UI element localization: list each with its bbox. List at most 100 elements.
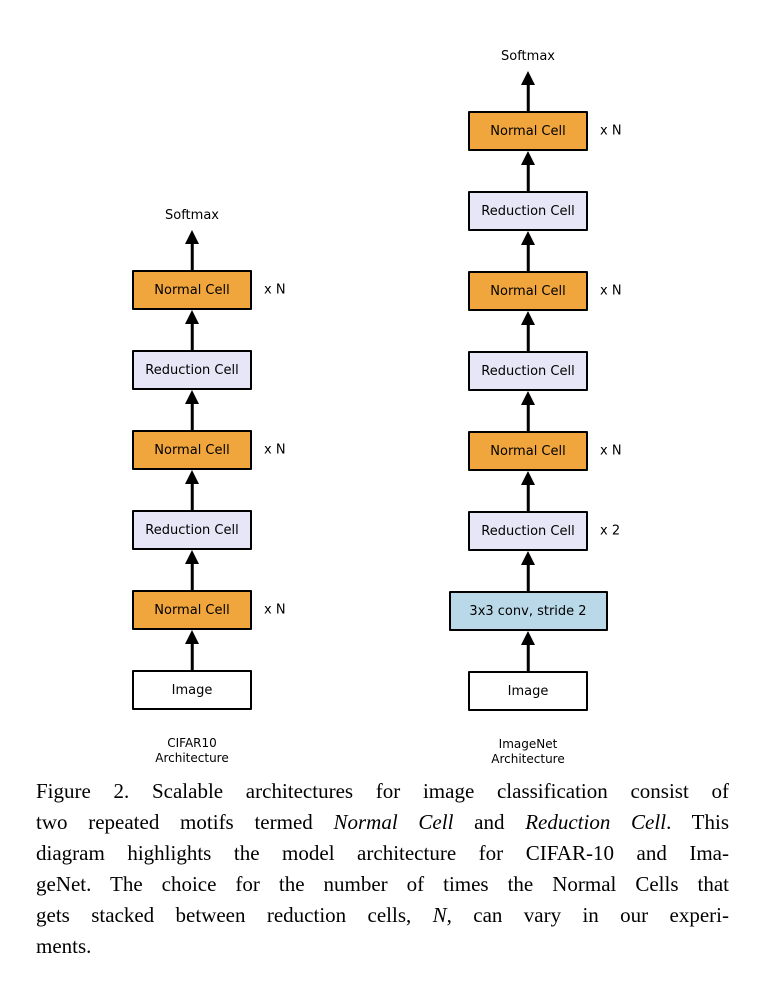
cell-row: Normal Cell x N	[132, 430, 286, 470]
arrow-shaft	[526, 241, 530, 272]
cell-reduction-cell: Reduction Cell	[132, 350, 252, 390]
arrowhead-icon	[521, 631, 535, 645]
softmax-label: Softmax	[501, 49, 555, 64]
up-arrow	[468, 311, 588, 352]
caption-text: ments.	[36, 934, 92, 958]
arrowhead-icon	[185, 630, 199, 644]
cell-row: Reduction Cell	[132, 510, 252, 550]
up-arrow	[468, 71, 588, 112]
architecture-label-line: Architecture	[155, 751, 229, 765]
cell-reduction-cell: Reduction Cell	[468, 351, 588, 391]
cell-row: Reduction Cell x 2	[468, 511, 620, 551]
repeat-count-label: x N	[264, 602, 286, 618]
repeat-count-label: x N	[600, 443, 622, 459]
caption-italic-text: Normal Cell	[333, 810, 454, 834]
arrowhead-icon	[521, 71, 535, 85]
arrow-shaft	[526, 401, 530, 432]
arrowhead-icon	[185, 470, 199, 484]
arrow-shaft	[190, 240, 194, 271]
cell-row: Normal Cell x N	[468, 271, 622, 311]
arrow-shaft	[190, 400, 194, 431]
cell-row: Normal Cell x N	[468, 431, 622, 471]
arrowhead-icon	[185, 230, 199, 244]
caption-line: ments.	[36, 931, 729, 962]
up-arrow	[468, 631, 588, 672]
up-arrow	[468, 151, 588, 192]
cell-reduction-cell: Reduction Cell	[468, 511, 588, 551]
arrowhead-icon	[521, 551, 535, 565]
arrow-shaft	[190, 320, 194, 351]
caption-text: diagram highlights the model architectur…	[36, 841, 729, 865]
arrow-shaft	[526, 481, 530, 512]
caption-line: two repeated motifs termed Normal Cell a…	[36, 807, 729, 838]
figure-caption: Figure 2. Scalable architectures for ima…	[36, 776, 729, 962]
repeat-count-label: x N	[600, 123, 622, 139]
arrow-shaft	[526, 81, 530, 112]
cell-row: Reduction Cell	[468, 351, 588, 391]
architecture-label-line: ImageNet	[498, 737, 558, 751]
cell-normal-cell: Normal Cell	[132, 270, 252, 310]
arrowhead-icon	[521, 471, 535, 485]
cell-row: Reduction Cell	[132, 350, 252, 390]
arrowhead-icon	[521, 151, 535, 165]
caption-text: geNet. The choice for the number of time…	[36, 872, 729, 896]
arrowhead-icon	[185, 390, 199, 404]
cell-reduction-cell: Reduction Cell	[132, 510, 252, 550]
caption-text: and	[453, 810, 526, 834]
arrow-shaft	[526, 641, 530, 672]
caption-italic-text: Reduction Cell	[525, 810, 667, 834]
arrowhead-icon	[185, 310, 199, 324]
arrow-shaft	[190, 560, 194, 591]
arrow-shaft	[526, 561, 530, 592]
up-arrow	[468, 231, 588, 272]
cell-normal-cell: Normal Cell	[132, 590, 252, 630]
caption-text: . This	[666, 810, 729, 834]
caption-line: gets stacked between reduction cells, N,…	[36, 900, 729, 931]
cell-image: Image	[132, 670, 252, 710]
up-arrow	[132, 230, 252, 271]
up-arrow	[132, 470, 252, 511]
arrow-shaft	[190, 640, 194, 671]
cell-row: Reduction Cell	[468, 191, 588, 231]
arrow-shaft	[526, 161, 530, 192]
cell-normal-cell: Normal Cell	[468, 431, 588, 471]
arrow-shaft	[190, 480, 194, 511]
arrowhead-icon	[521, 311, 535, 325]
cell-row: 3x3 conv, stride 2	[448, 591, 608, 631]
arrowhead-icon	[521, 231, 535, 245]
cell-row: Normal Cell x N	[132, 590, 286, 630]
up-arrow	[132, 550, 252, 591]
caption-line: geNet. The choice for the number of time…	[36, 869, 729, 900]
caption-text: gets stacked between reduction cells,	[36, 903, 433, 927]
cell-normal-cell: Normal Cell	[132, 430, 252, 470]
up-arrow	[468, 391, 588, 432]
caption-text: , can vary in our experi-	[446, 903, 729, 927]
cell-image: Image	[468, 671, 588, 711]
arrowhead-icon	[185, 550, 199, 564]
up-arrow	[132, 630, 252, 671]
up-arrow	[132, 390, 252, 431]
repeat-count-label: x N	[264, 442, 286, 458]
up-arrow	[132, 310, 252, 351]
cell-reduction-cell: Reduction Cell	[468, 191, 588, 231]
softmax-label: Softmax	[165, 208, 219, 223]
cell-normal-cell: Normal Cell	[468, 271, 588, 311]
repeat-count-label: x N	[600, 283, 622, 299]
cell-row: Image	[468, 671, 588, 711]
architecture-label-line: Architecture	[491, 752, 565, 766]
cell-3x3-conv-stride-2: 3x3 conv, stride 2	[448, 591, 608, 631]
repeat-count-label: x 2	[600, 523, 621, 539]
arrow-shaft	[526, 321, 530, 352]
caption-line: Figure 2. Scalable architectures for ima…	[36, 776, 729, 807]
up-arrow	[468, 471, 588, 512]
architecture-label-line: CIFAR10	[167, 736, 217, 750]
caption-line: diagram highlights the model architectur…	[36, 838, 729, 869]
cell-row: Image	[132, 670, 252, 710]
